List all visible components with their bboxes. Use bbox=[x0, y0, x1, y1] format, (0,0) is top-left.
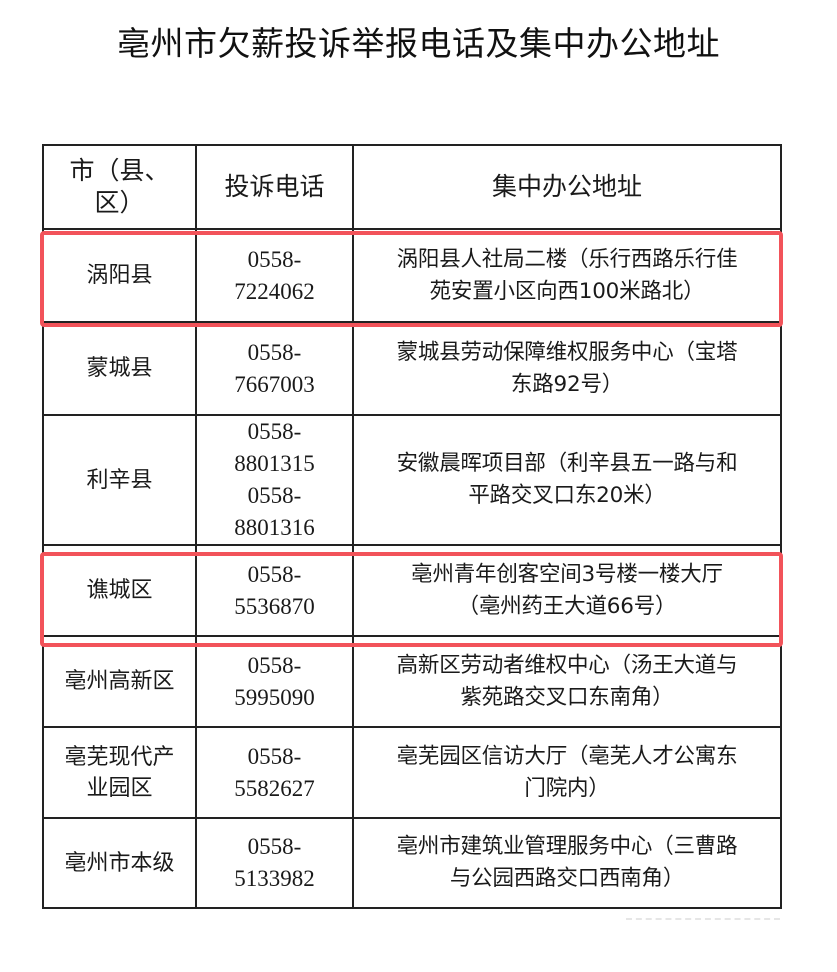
region-cell: 亳芜现代产 业园区 bbox=[42, 726, 197, 819]
table-row: 亳芜现代产 业园区 0558- 5582627 亳芜园区信访大厅（亳芜人才公寓东… bbox=[42, 726, 782, 819]
table-row: 亳州市本级 0558- 5133982 亳州市建筑业管理服务中心（三曹路 与公园… bbox=[42, 817, 782, 909]
address-line: 亳州市建筑业管理服务中心（三曹路 bbox=[396, 834, 738, 859]
address-line: 高新区劳动者维权中心（汤王大道与 bbox=[396, 652, 738, 678]
region-line: 业园区 bbox=[86, 775, 153, 801]
region-cell: 亳州市本级 bbox=[42, 817, 197, 909]
phone-line: 0558- bbox=[247, 743, 302, 769]
phone-cell: 0558- 5995090 bbox=[195, 635, 354, 728]
address-line: 安徽晨晖项目部（利辛县五一路与和 bbox=[396, 451, 738, 476]
header-phone: 投诉电话 bbox=[195, 144, 354, 230]
phone-line: 8801315 bbox=[234, 451, 315, 476]
phone-cell: 0558- 7667003 bbox=[195, 321, 354, 416]
phone-line: 0558- bbox=[247, 834, 302, 859]
phone-line: 0558- bbox=[247, 561, 302, 587]
phone-cell: 0558- 5133982 bbox=[195, 817, 354, 909]
region-line: 亳芜现代产 bbox=[64, 744, 175, 770]
region-cell: 蒙城县 bbox=[42, 321, 197, 416]
address-cell: 亳州青年创客空间3号楼一楼大厅 （亳州药王大道66号） bbox=[352, 544, 782, 637]
phone-line: 7224062 bbox=[234, 278, 315, 304]
phone-line: 0558- bbox=[247, 339, 302, 365]
table-row: 蒙城县 0558- 7667003 蒙城县劳动保障维权服务中心（宝塔 东路92号… bbox=[42, 321, 782, 416]
table-row: 亳州高新区 0558- 5995090 高新区劳动者维权中心（汤王大道与 紫苑路… bbox=[42, 635, 782, 728]
address-line: 亳芜园区信访大厅（亳芜人才公寓东 bbox=[396, 743, 738, 769]
phone-line: 7667003 bbox=[234, 371, 315, 397]
region-cell: 利辛县 bbox=[42, 414, 197, 546]
address-cell: 涡阳县人社局二楼（乐行西路乐行佳 苑安置小区向西100米路北） bbox=[352, 228, 782, 323]
address-line: 蒙城县劳动保障维权服务中心（宝塔 bbox=[396, 339, 738, 365]
phone-line: 0558- bbox=[247, 419, 302, 444]
phone-cell: 0558- 5536870 bbox=[195, 544, 354, 637]
region-cell: 亳州高新区 bbox=[42, 635, 197, 728]
region-cell: 涡阳县 bbox=[42, 228, 197, 323]
address-line: 与公园西路交口西南角） bbox=[449, 866, 685, 891]
phone-line: 5995090 bbox=[234, 684, 315, 710]
phone-line: 5536870 bbox=[234, 593, 315, 619]
address-line: 东路92号） bbox=[510, 371, 624, 397]
address-cell: 高新区劳动者维权中心（汤王大道与 紫苑路交叉口东南角） bbox=[352, 635, 782, 728]
page-title: 亳州市欠薪投诉举报电话及集中办公地址 bbox=[117, 24, 720, 63]
table-row: 涡阳县 0558- 7224062 涡阳县人社局二楼（乐行西路乐行佳 苑安置小区… bbox=[42, 228, 782, 323]
phone-line: 0558- bbox=[247, 246, 302, 272]
header-address: 集中办公地址 bbox=[352, 144, 782, 230]
table-header-row: 市（县、 区） 投诉电话 集中办公地址 bbox=[42, 144, 782, 230]
phone-cell: 0558- 5582627 bbox=[195, 726, 354, 819]
header-region-line: 市（县、 bbox=[69, 156, 170, 185]
address-line: （亳州药王大道66号） bbox=[457, 593, 677, 619]
address-cell: 蒙城县劳动保障维权服务中心（宝塔 东路92号） bbox=[352, 321, 782, 416]
address-line: 紫苑路交叉口东南角） bbox=[460, 684, 674, 710]
address-line: 平路交叉口东20米） bbox=[468, 483, 666, 508]
phone-cell: 0558- 8801315 0558- 8801316 bbox=[195, 414, 354, 546]
address-line: 亳州青年创客空间3号楼一楼大厅 bbox=[411, 561, 723, 587]
address-cell: 安徽晨晖项目部（利辛县五一路与和 平路交叉口东20米） bbox=[352, 414, 782, 546]
phone-line: 8801316 bbox=[234, 515, 315, 540]
phone-line: 5582627 bbox=[234, 775, 315, 801]
phone-line: 0558- bbox=[247, 483, 302, 508]
header-region-line: 区） bbox=[94, 188, 145, 217]
address-line: 苑安置小区向西100米路北） bbox=[429, 278, 705, 304]
address-line: 门院内） bbox=[524, 775, 610, 801]
address-cell: 亳州市建筑业管理服务中心（三曹路 与公园西路交口西南角） bbox=[352, 817, 782, 909]
table-row: 谯城区 0558- 5536870 亳州青年创客空间3号楼一楼大厅 （亳州药王大… bbox=[42, 544, 782, 637]
phone-cell: 0558- 7224062 bbox=[195, 228, 354, 323]
header-region: 市（县、 区） bbox=[42, 144, 197, 230]
table-row: 利辛县 0558- 8801315 0558- 8801316 安徽晨晖项目部（… bbox=[42, 414, 782, 546]
address-line: 涡阳县人社局二楼（乐行西路乐行佳 bbox=[396, 246, 738, 272]
phone-line: 0558- bbox=[247, 652, 302, 678]
address-cell: 亳芜园区信访大厅（亳芜人才公寓东 门院内） bbox=[352, 726, 782, 819]
watermark-faded bbox=[626, 918, 780, 928]
phone-line: 5133982 bbox=[234, 866, 315, 891]
region-cell: 谯城区 bbox=[42, 544, 197, 637]
complaint-contacts-table: 市（县、 区） 投诉电话 集中办公地址 涡阳县 0558- 7224062 涡阳… bbox=[42, 144, 782, 909]
